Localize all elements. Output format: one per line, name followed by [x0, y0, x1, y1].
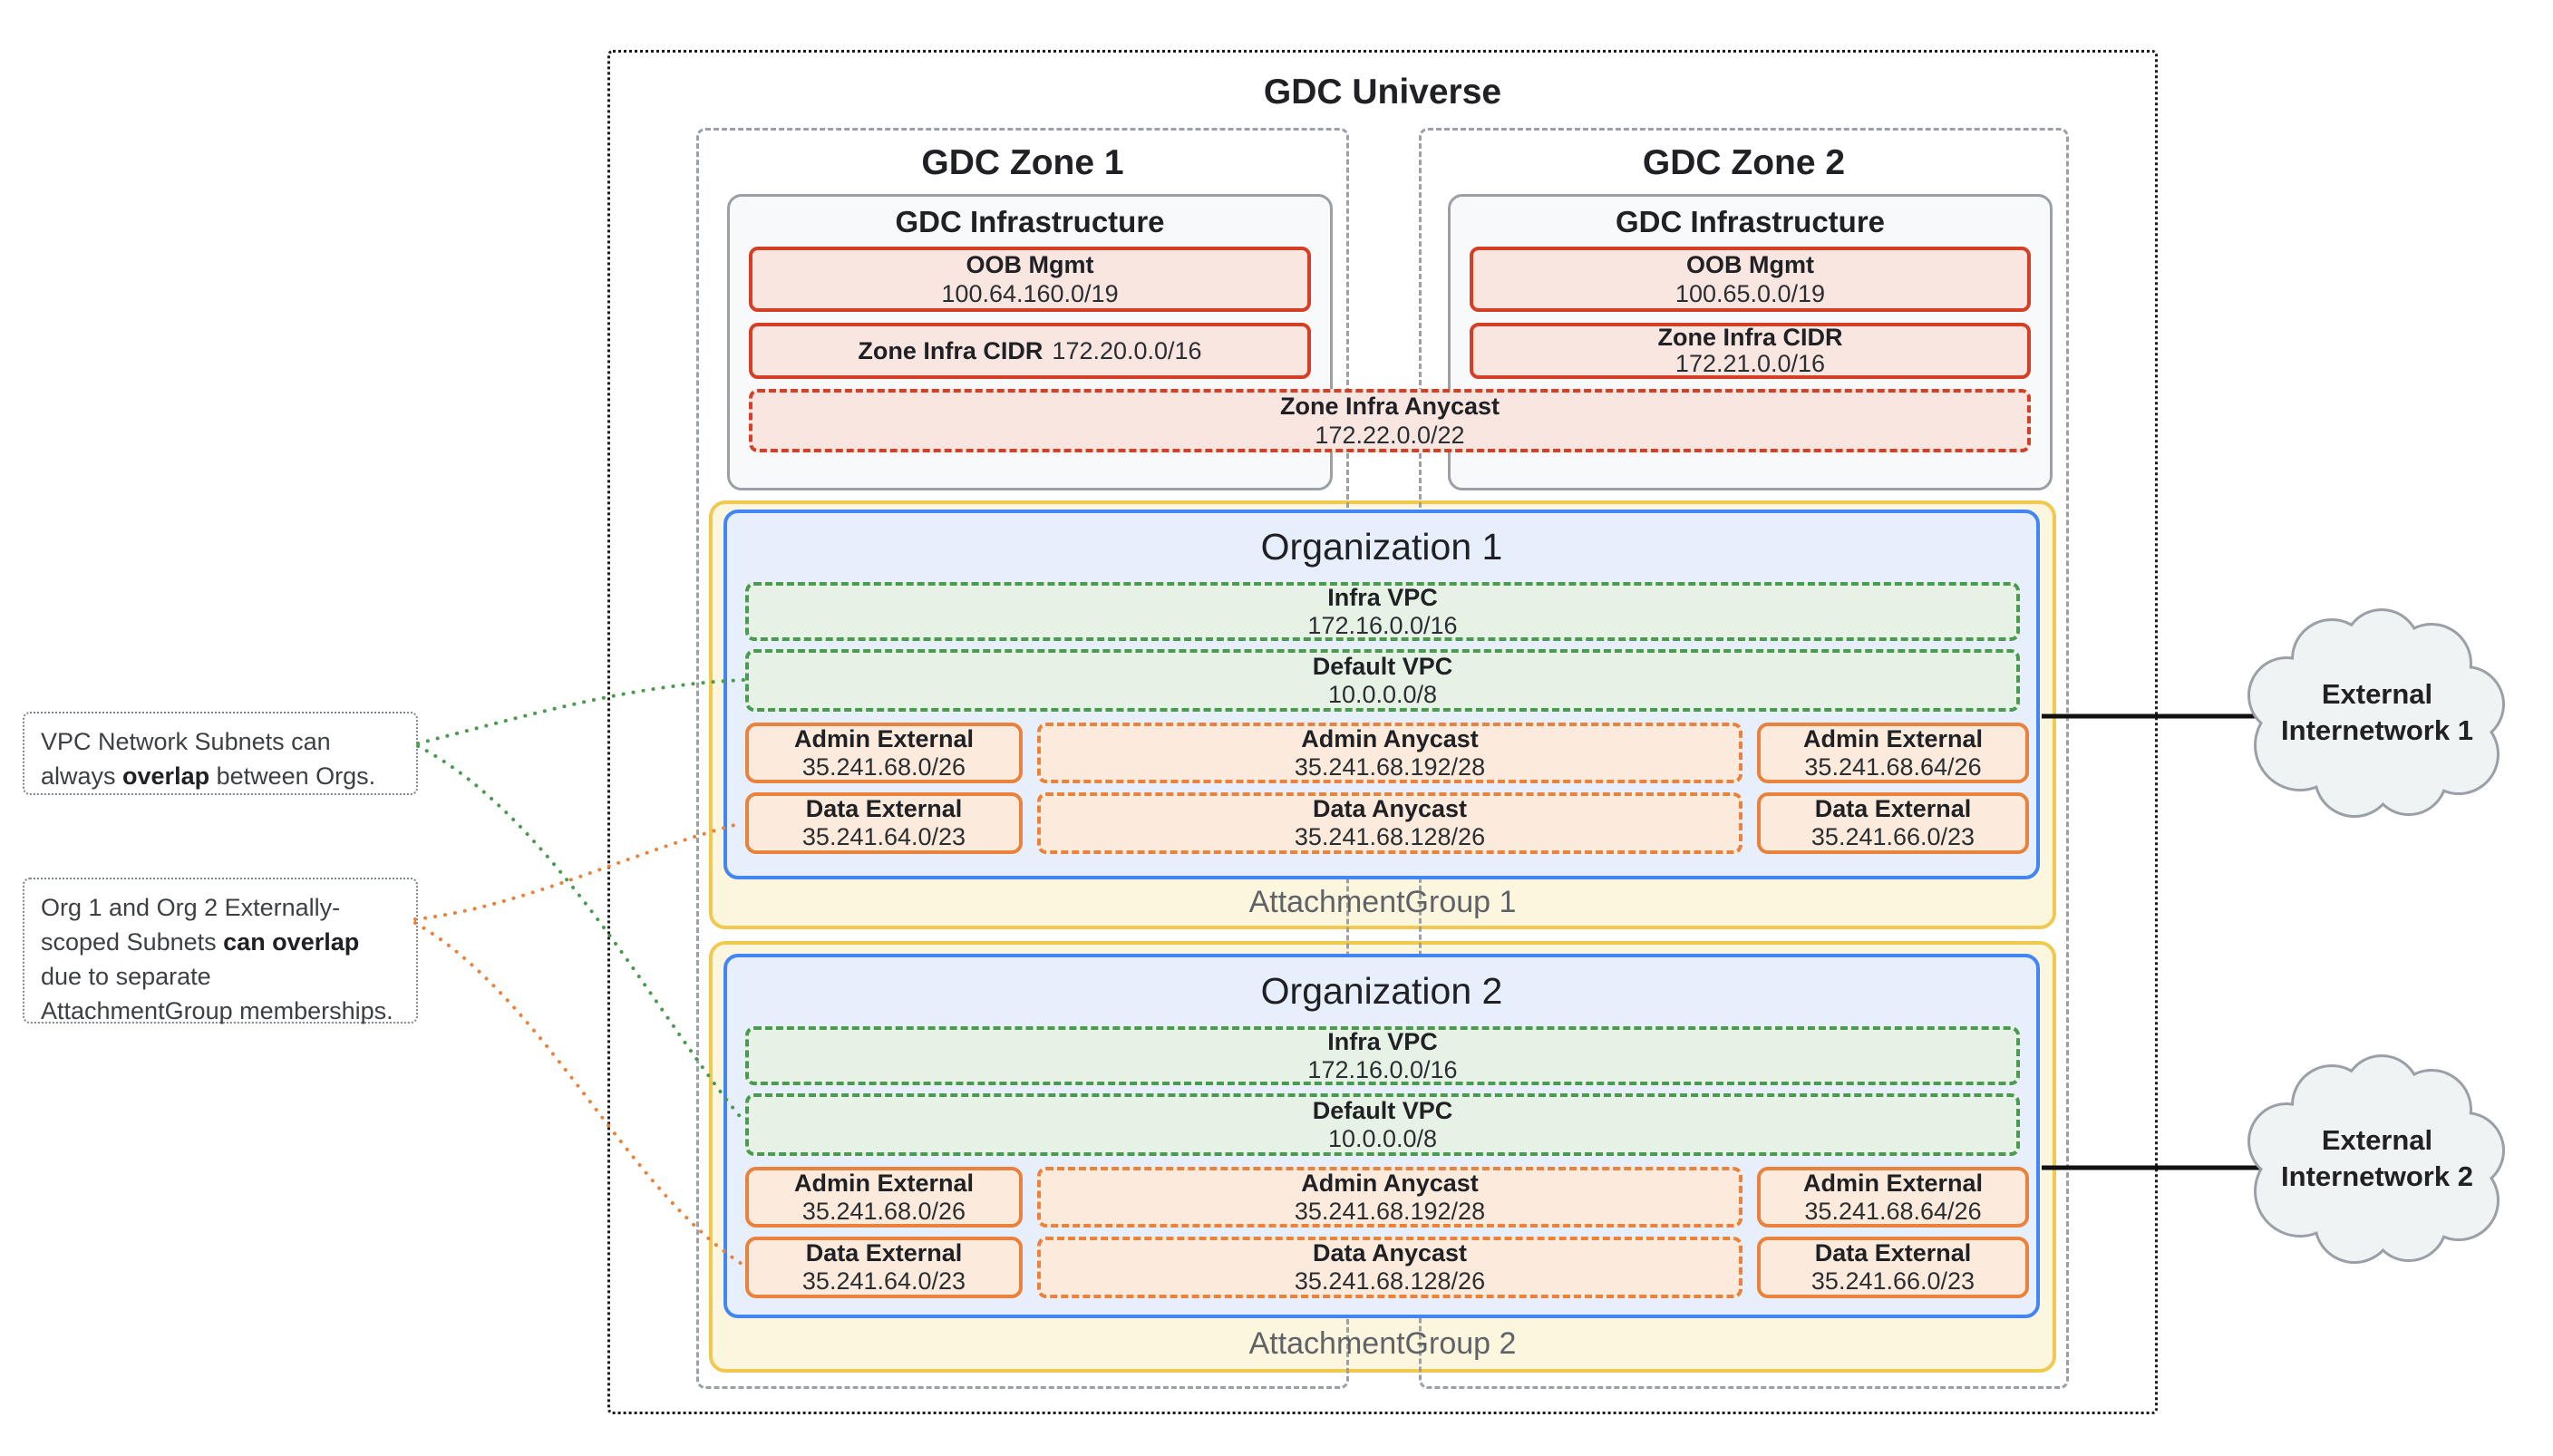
note-subnet-overlap-bold: overlap: [122, 762, 210, 790]
organization-1-title: Organization 1: [1260, 526, 1503, 568]
org2-data-external-left-label: Data External: [805, 1239, 963, 1267]
gdc-universe-title: GDC Universe: [1263, 73, 1502, 112]
zone2-oob-label: OOB Mgmt: [1686, 251, 1814, 278]
org2-admin-anycast-box: Admin Anycast 35.241.68.192/28: [1037, 1167, 1742, 1228]
note-subnet-overlap-pre: VPC Network Subnets can always: [41, 728, 331, 790]
org1-default-vpc-box: Default VPC 10.0.0.0/8: [745, 649, 2020, 712]
org2-infra-vpc-label: Infra VPC: [1327, 1027, 1438, 1055]
org1-admin-external-right-cidr: 35.241.68.64/26: [1804, 752, 1982, 781]
zone-infra-anycast-box: Zone Infra Anycast 172.22.0.0/22: [749, 389, 2031, 452]
zone2-oob-cidr: 100.65.0.0/19: [1674, 280, 1826, 307]
zone1-oob-cidr: 100.64.160.0/19: [941, 280, 1119, 307]
org1-admin-anycast-box: Admin Anycast 35.241.68.192/28: [1037, 723, 1742, 783]
org1-data-external-left-box: Data External 35.241.64.0/23: [745, 792, 1023, 854]
external-internetwork-1-label: External Internetwork 1: [2241, 676, 2513, 749]
org1-data-external-right-label: Data External: [1814, 795, 1972, 822]
org2-admin-external-right-cidr: 35.241.68.64/26: [1804, 1197, 1982, 1225]
attachment-group-2-label: AttachmentGroup 2: [1248, 1326, 1517, 1361]
org1-data-external-left-cidr: 35.241.64.0/23: [801, 823, 966, 850]
org2-admin-external-left-box: Admin External 35.241.68.0/26: [745, 1167, 1023, 1228]
org1-default-vpc-cidr: 10.0.0.0/8: [1327, 680, 1438, 708]
external-internetwork-2-line1: External: [2321, 1124, 2433, 1156]
zone-infra-anycast-label: Zone Infra Anycast: [1279, 393, 1500, 420]
external-internetwork-1-line2: Internetwork 1: [2281, 714, 2473, 746]
org2-admin-external-right-label: Admin External: [1802, 1169, 1984, 1197]
zone1-infra-cidr-value: 172.20.0.0/16: [1052, 336, 1202, 364]
org2-infra-vpc-cidr: 172.16.0.0/16: [1307, 1055, 1458, 1083]
note-external-overlap: Org 1 and Org 2 Externally-scoped Subnet…: [23, 878, 418, 1024]
org2-default-vpc-box: Default VPC 10.0.0.0/8: [745, 1093, 2020, 1156]
org1-infra-vpc-label: Infra VPC: [1327, 583, 1438, 611]
gdc-zone-2-title: GDC Zone 2: [1642, 143, 1846, 182]
org1-admin-external-right-label: Admin External: [1802, 724, 1984, 752]
gdc-zone-1-title: GDC Zone 1: [921, 143, 1124, 182]
organization-1-box: Organization 1 Infra VPC 172.16.0.0/16 D…: [723, 510, 2040, 879]
org1-data-anycast-label: Data Anycast: [1312, 795, 1468, 822]
note-subnet-overlap-post: between Orgs.: [209, 762, 376, 790]
org2-admin-external-right-box: Admin External 35.241.68.64/26: [1757, 1167, 2029, 1228]
org1-data-external-right-box: Data External 35.241.66.0/23: [1757, 792, 2029, 854]
zone1-infra-cidr-box: Zone Infra CIDR 172.20.0.0/16: [749, 323, 1311, 379]
org2-data-external-left-box: Data External 35.241.64.0/23: [745, 1237, 1023, 1298]
org2-data-external-right-label: Data External: [1814, 1239, 1972, 1267]
org2-data-anycast-box: Data Anycast 35.241.68.128/26: [1037, 1237, 1742, 1298]
org1-data-anycast-cidr: 35.241.68.128/26: [1294, 823, 1486, 850]
org1-data-external-right-cidr: 35.241.66.0/23: [1810, 823, 1975, 850]
org2-admin-anycast-cidr: 35.241.68.192/28: [1294, 1197, 1486, 1225]
zone2-infra-cidr-label: Zone Infra CIDR: [1657, 324, 1843, 351]
zone1-oob-mgmt-box: OOB Mgmt 100.64.160.0/19: [749, 247, 1311, 312]
org1-admin-external-left-cidr: 35.241.68.0/26: [801, 752, 966, 781]
org2-admin-anycast-label: Admin Anycast: [1301, 1169, 1479, 1197]
attachment-group-1-label: AttachmentGroup 1: [1248, 885, 1517, 919]
org1-data-external-left-label: Data External: [805, 795, 963, 822]
org1-infra-vpc-cidr: 172.16.0.0/16: [1307, 611, 1458, 639]
zone2-infra-cidr-box: Zone Infra CIDR 172.21.0.0/16: [1470, 323, 2031, 379]
zone1-infrastructure-title: GDC Infrastructure: [895, 205, 1165, 238]
organization-2-title: Organization 2: [1260, 970, 1503, 1012]
org1-admin-external-right-box: Admin External 35.241.68.64/26: [1757, 723, 2029, 783]
org2-data-external-right-box: Data External 35.241.66.0/23: [1757, 1237, 2029, 1298]
org2-data-external-right-cidr: 35.241.66.0/23: [1810, 1267, 1975, 1295]
zone1-oob-label: OOB Mgmt: [966, 251, 1094, 278]
org1-admin-external-left-box: Admin External 35.241.68.0/26: [745, 723, 1023, 783]
org2-default-vpc-label: Default VPC: [1312, 1096, 1453, 1124]
org2-data-external-left-cidr: 35.241.64.0/23: [801, 1267, 966, 1295]
org1-admin-anycast-cidr: 35.241.68.192/28: [1294, 752, 1486, 781]
external-internetwork-2-line2: Internetwork 2: [2281, 1160, 2473, 1192]
org1-infra-vpc-box: Infra VPC 172.16.0.0/16: [745, 582, 2020, 641]
org2-infra-vpc-box: Infra VPC 172.16.0.0/16: [745, 1026, 2020, 1085]
organization-2-box: Organization 2 Infra VPC 172.16.0.0/16 D…: [723, 954, 2040, 1318]
note-external-overlap-bold: can overlap: [223, 928, 360, 956]
org1-admin-anycast-label: Admin Anycast: [1301, 724, 1479, 752]
zone1-infra-cidr-label: Zone Infra CIDR: [858, 336, 1044, 364]
zone2-infrastructure-title: GDC Infrastructure: [1615, 205, 1886, 238]
org1-admin-external-left-label: Admin External: [793, 724, 975, 752]
org2-admin-external-left-cidr: 35.241.68.0/26: [801, 1197, 966, 1225]
org2-data-anycast-label: Data Anycast: [1312, 1239, 1468, 1267]
org1-default-vpc-label: Default VPC: [1312, 652, 1453, 680]
zone2-oob-mgmt-box: OOB Mgmt 100.65.0.0/19: [1470, 247, 2031, 312]
zone2-infra-cidr-value: 172.21.0.0/16: [1674, 350, 1826, 377]
external-internetwork-2-label: External Internetwork 2: [2241, 1122, 2513, 1195]
external-internetwork-1-line1: External: [2321, 678, 2433, 710]
zone-infra-anycast-cidr: 172.22.0.0/22: [1315, 422, 1465, 449]
org1-data-anycast-box: Data Anycast 35.241.68.128/26: [1037, 792, 1742, 854]
note-external-overlap-pre: Org 1 and Org 2 Externally-scoped Subnet…: [41, 894, 341, 956]
note-external-overlap-post: due to separate AttachmentGroup membersh…: [41, 963, 393, 1024]
org2-admin-external-left-label: Admin External: [793, 1169, 975, 1197]
note-subnet-overlap: VPC Network Subnets can always overlap b…: [23, 712, 418, 795]
org2-default-vpc-cidr: 10.0.0.0/8: [1327, 1124, 1438, 1152]
org2-data-anycast-cidr: 35.241.68.128/26: [1294, 1267, 1486, 1295]
